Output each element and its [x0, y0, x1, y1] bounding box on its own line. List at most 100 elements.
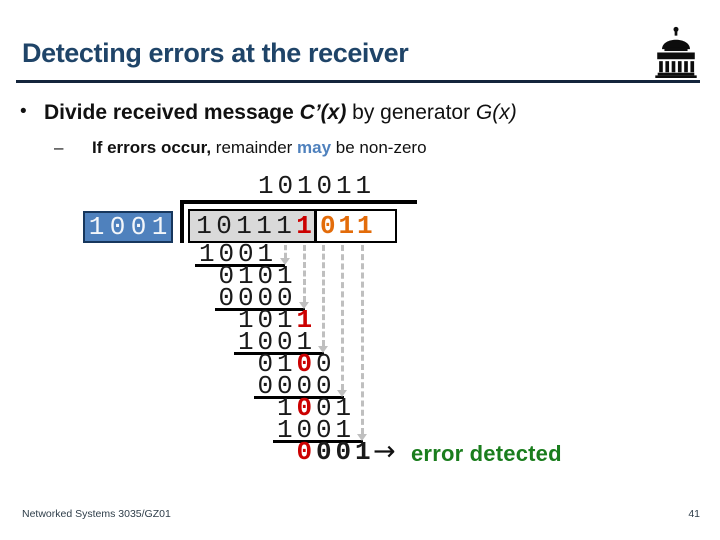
binary-digit: 0	[296, 415, 313, 445]
bullet-marker: •	[20, 101, 27, 122]
bullet2-bold-text: If errors occur,	[92, 138, 212, 157]
bullet-divide-message: • Divide received message C’(x) by gener…	[20, 101, 517, 125]
binary-digit: 1	[296, 171, 313, 201]
binary-digit: 1	[257, 239, 274, 269]
binary-digit: 0	[315, 437, 332, 467]
binary-digit: 0	[257, 327, 274, 357]
subtraction-underline	[214, 308, 305, 311]
division-bracket-vertical-line	[180, 200, 184, 243]
bullet1-mid-text: by generator	[346, 101, 476, 124]
bullet2-mid-text: remainder	[211, 138, 298, 157]
subtraction-underline	[253, 396, 344, 399]
binary-digit: 1	[335, 393, 352, 423]
binary-digit: 0	[276, 283, 293, 313]
binary-digit: 1	[356, 211, 373, 241]
bullet-if-errors: – If errors occur, remainder may be non-…	[54, 138, 427, 158]
binary-digit: 1	[198, 239, 215, 269]
binary-digit: 0	[257, 305, 274, 335]
bring-down-arrowhead-icon	[336, 390, 347, 397]
footer-page-number: 41	[688, 508, 700, 520]
binary-digit: 1	[237, 327, 254, 357]
subtraction-underline	[273, 440, 363, 443]
binary-digit: 0	[296, 393, 313, 423]
bullet2-tail-text: be non-zero	[331, 138, 427, 157]
binary-digit: 0	[276, 371, 293, 401]
binary-digit: 0	[218, 261, 235, 291]
footer-course-label: Networked Systems 3035/GZ01	[22, 508, 171, 520]
binary-digit: 0	[276, 327, 293, 357]
subtraction-underline	[234, 352, 324, 355]
binary-digit: 0	[237, 239, 254, 269]
binary-digit: 1	[237, 305, 254, 335]
result-arrow-icon: →	[373, 436, 396, 467]
error-detected-label: error detected	[411, 441, 562, 466]
binary-digit: 1	[196, 211, 212, 241]
bring-down-arrowhead-icon	[317, 346, 328, 353]
binary-digit: 0	[218, 283, 235, 313]
binary-digit: 0	[130, 212, 147, 242]
binary-digit: 0	[315, 415, 332, 445]
bring-down-arrow	[283, 245, 287, 258]
binary-digit: 0	[109, 212, 126, 242]
subtraction-underline	[195, 264, 285, 267]
binary-digit: 0	[315, 371, 332, 401]
binary-digit: 1	[296, 211, 312, 241]
binary-digit: 0	[277, 171, 294, 201]
bring-down-arrowhead-icon	[298, 302, 309, 309]
binary-digit: 0	[319, 211, 336, 241]
binary-digit: 0	[218, 239, 235, 269]
binary-digit: 0	[257, 371, 274, 401]
dividend-section-divider	[314, 211, 317, 241]
binary-digit: 0	[257, 283, 274, 313]
binary-digit: 0	[216, 211, 232, 241]
bullet1-text: Divide received message C’(x) by generat…	[44, 101, 517, 125]
binary-digit: 1	[276, 349, 293, 379]
binary-digit: 0	[316, 171, 333, 201]
binary-digit: 1	[256, 211, 272, 241]
binary-digit: 1	[276, 211, 292, 241]
binary-digit: 0	[257, 261, 274, 291]
binary-digit: 0	[315, 349, 332, 379]
sub-bullet-dash: –	[54, 138, 64, 157]
binary-digit: 1	[276, 261, 293, 291]
bring-down-arrow	[360, 245, 364, 434]
binary-digit: 0	[237, 283, 254, 313]
binary-digit: 1	[237, 261, 254, 291]
binary-digit: 1	[151, 212, 168, 242]
ucl-portico-icon	[655, 26, 697, 78]
bullet2-text: If errors occur, remainder may be non-ze…	[92, 138, 427, 158]
division-bracket-top-line	[180, 200, 417, 204]
bring-down-arrowhead-icon	[356, 434, 367, 441]
page-title: Detecting errors at the receiver	[22, 38, 409, 68]
binary-digit: 1	[296, 305, 313, 335]
bullet1-bold-text: Divide received message	[44, 101, 300, 124]
bring-down-arrow	[302, 245, 306, 302]
bring-down-arrow	[321, 245, 325, 346]
binary-digit: 1	[276, 393, 293, 423]
binary-digit: 1	[276, 415, 293, 445]
binary-digit: 0	[315, 393, 332, 423]
binary-digit: 1	[338, 211, 355, 241]
binary-digit: 1	[257, 171, 274, 201]
binary-digit: 1	[296, 327, 313, 357]
bullet2-may-word: may	[297, 138, 332, 157]
bullet1-math-cx: C’(x)	[299, 101, 347, 124]
bring-down-arrow	[340, 245, 344, 390]
binary-digit: 0	[296, 349, 313, 379]
bring-down-arrowhead-icon	[279, 258, 290, 265]
binary-digit: 1	[335, 171, 352, 201]
